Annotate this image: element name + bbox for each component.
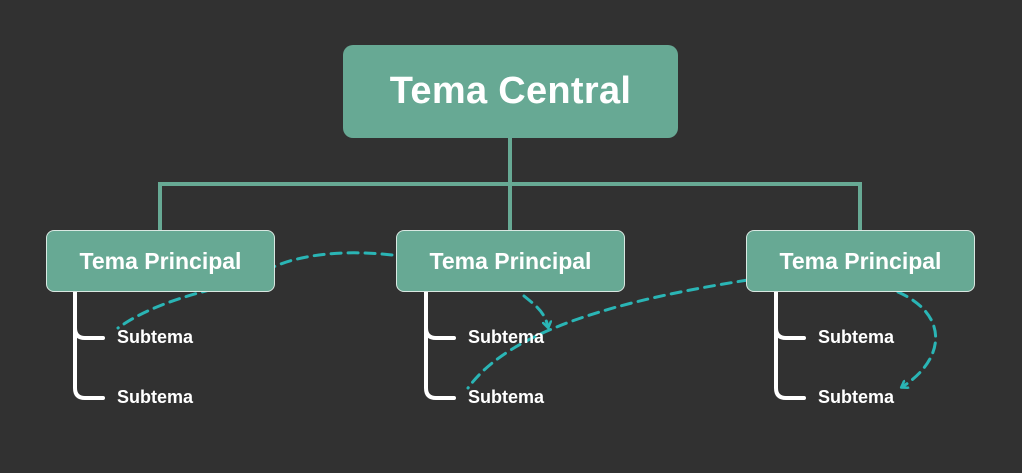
main-topic-label: Tema Principal: [779, 247, 942, 274]
relation-line-3: [466, 278, 750, 390]
relationship-lines: [116, 251, 937, 390]
subtopic-label[interactable]: Subtema: [818, 327, 895, 347]
subtopic-bracket-3: [774, 290, 806, 400]
relation-line-4: [896, 290, 937, 387]
subtopic-label[interactable]: Subtema: [117, 327, 194, 347]
main-topic-node-2[interactable]: Tema Principal: [396, 230, 625, 292]
subtopic-bracket-2: [424, 290, 456, 400]
main-topic-label: Tema Principal: [429, 247, 592, 274]
tree-connectors: [158, 138, 862, 230]
subtopic-label[interactable]: Subtema: [818, 387, 895, 407]
subtopic-connectors: [73, 290, 806, 400]
main-topic-node-1[interactable]: Tema Principal: [46, 230, 275, 292]
subtopic-label[interactable]: Subtema: [468, 387, 545, 407]
relation-line-2: [522, 294, 548, 327]
main-topic-node-3[interactable]: Tema Principal: [746, 230, 975, 292]
subtopic-bracket-1: [73, 290, 105, 400]
central-topic-label: Tema Central: [389, 70, 632, 112]
subtopic-label[interactable]: Subtema: [468, 327, 545, 347]
central-topic-node[interactable]: Tema Central: [343, 45, 678, 138]
main-branch-bar: [158, 182, 862, 230]
subtopic-label[interactable]: Subtema: [117, 387, 194, 407]
main-topic-label: Tema Principal: [79, 247, 242, 274]
relation-line-1: [116, 251, 394, 330]
